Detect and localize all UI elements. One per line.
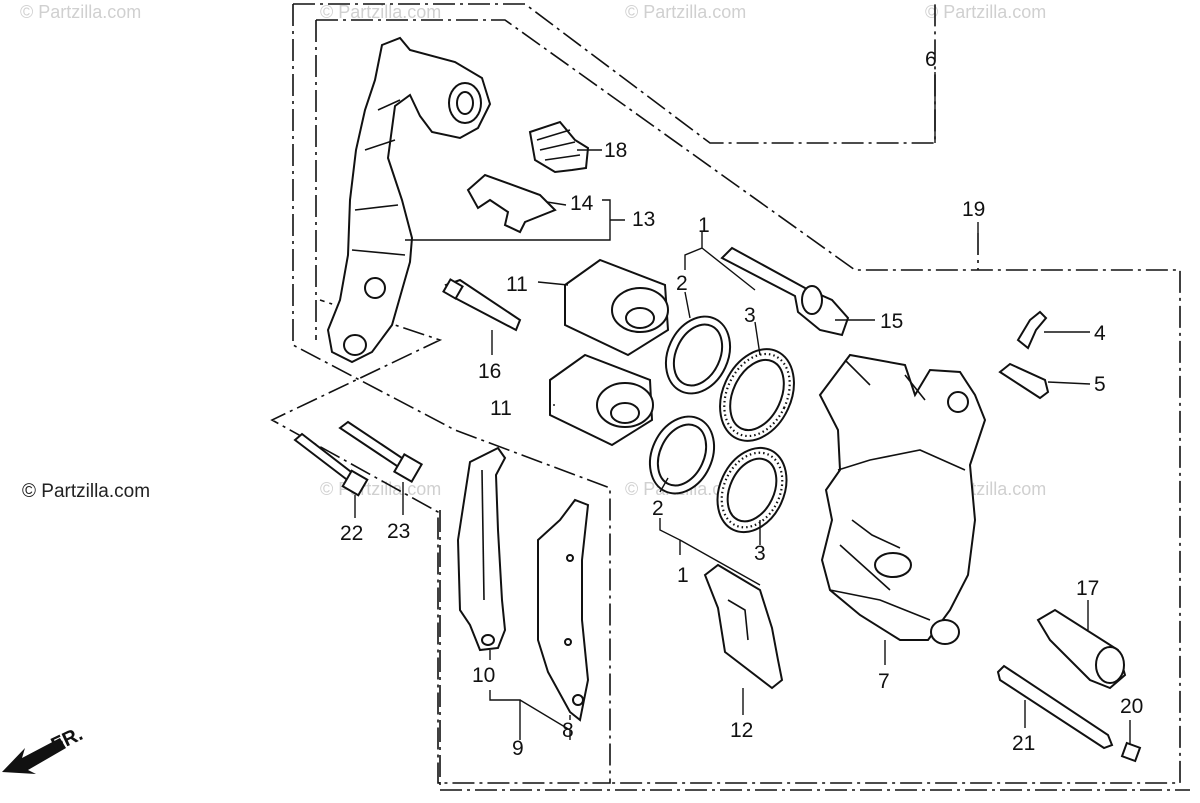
callout-13: 13 xyxy=(632,208,655,231)
callout-5: 5 xyxy=(1094,373,1106,396)
bolt-16 xyxy=(442,278,522,332)
callout-4: 4 xyxy=(1094,322,1106,345)
callout-8: 8 xyxy=(562,719,574,742)
callouts: 6 19 18 14 13 1 11 2 3 15 4 5 16 11 2 3 … xyxy=(340,48,1143,760)
callout-7: 7 xyxy=(878,670,890,693)
callout-1-top: 1 xyxy=(698,214,710,237)
callout-9: 9 xyxy=(512,737,524,760)
caliper-body-7 xyxy=(818,353,987,645)
callout-2-upper: 2 xyxy=(676,272,688,295)
callout-12: 12 xyxy=(730,719,753,742)
watermark: © Partzilla.com xyxy=(20,2,141,22)
pad-10 xyxy=(456,446,507,652)
callout-1-bottom: 1 xyxy=(677,564,689,587)
front-arrow-icon xyxy=(2,738,66,774)
frame-inner xyxy=(315,19,1181,784)
callout-19: 19 xyxy=(962,198,985,221)
callout-23: 23 xyxy=(387,520,410,543)
callout-2-lower: 2 xyxy=(652,497,664,520)
callout-20: 20 xyxy=(1120,695,1143,718)
callout-16: 16 xyxy=(478,360,501,383)
bolt-17 xyxy=(1036,608,1127,690)
seals xyxy=(648,315,795,534)
shim-12 xyxy=(703,563,784,690)
bolt-23 xyxy=(338,420,424,484)
watermark: © Partzilla.com xyxy=(320,2,441,22)
nut-20 xyxy=(1120,741,1142,763)
callout-17: 17 xyxy=(1076,577,1099,600)
pin-15 xyxy=(720,246,850,337)
bolt-22 xyxy=(293,432,369,497)
callout-14: 14 xyxy=(570,192,594,215)
callout-3-upper: 3 xyxy=(744,304,756,327)
caliper-bracket xyxy=(326,36,492,364)
callout-21: 21 xyxy=(1012,732,1035,755)
callout-3-lower: 3 xyxy=(754,542,766,565)
callout-15: 15 xyxy=(880,310,903,333)
frame-pad-region xyxy=(439,510,1190,791)
watermark: © Partzilla.com xyxy=(320,479,441,499)
cap-5 xyxy=(998,362,1050,400)
watermark: © Partzilla.com xyxy=(625,2,746,22)
front-direction-indicator: FR. xyxy=(2,723,86,774)
piston-lower xyxy=(549,353,654,447)
callout-6: 6 xyxy=(925,48,937,71)
piston-upper xyxy=(564,258,670,357)
bleeder-4 xyxy=(1016,310,1048,350)
watermark: © Partzilla.com xyxy=(925,2,1046,22)
boot-18 xyxy=(528,120,590,174)
assembly-frames xyxy=(270,0,1190,791)
leader-lines xyxy=(354,72,1131,745)
callout-11-lower: 11 xyxy=(490,397,512,420)
watermark-side: © Partzilla.com xyxy=(22,481,150,502)
pad-8 xyxy=(537,498,590,722)
pin-21 xyxy=(996,664,1114,750)
pad-spring-14 xyxy=(466,173,557,234)
callout-10: 10 xyxy=(472,664,495,687)
callout-11-upper: 11 xyxy=(506,273,528,296)
callout-22: 22 xyxy=(340,522,363,545)
callout-18: 18 xyxy=(604,139,627,162)
